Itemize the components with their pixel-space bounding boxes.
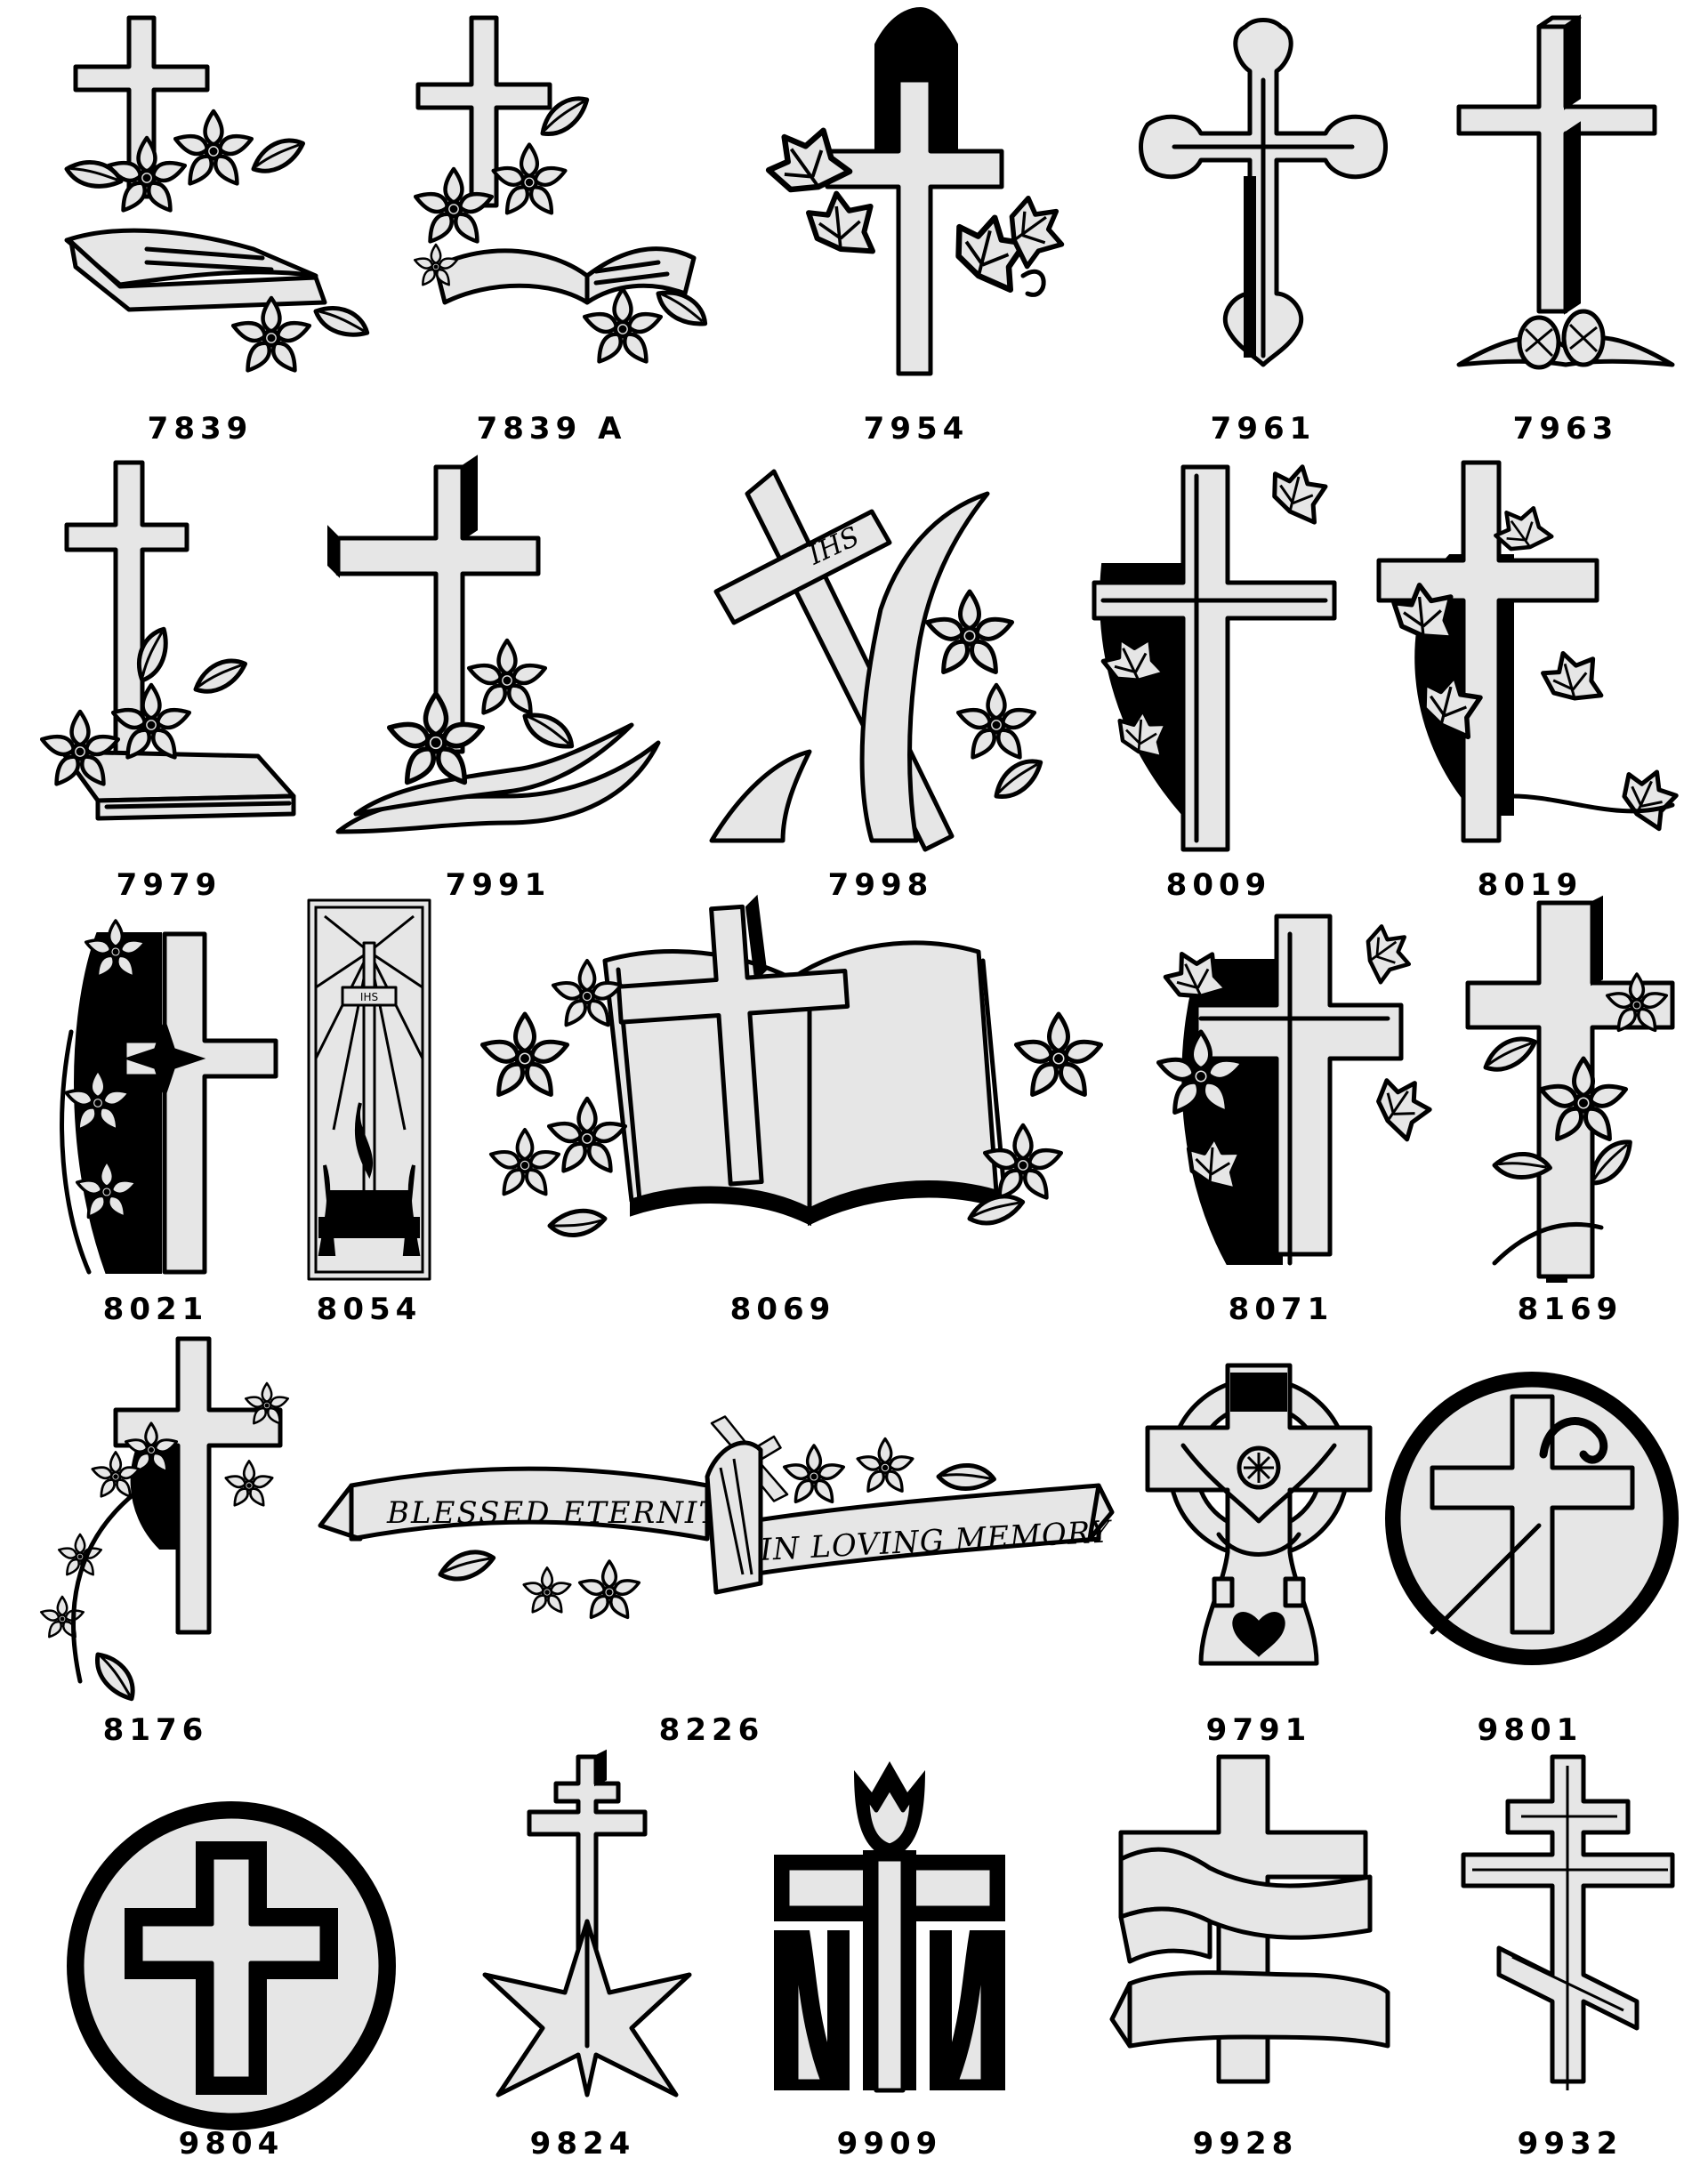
emblem-8021-art — [36, 898, 278, 1281]
emblem-7839-art — [49, 9, 351, 391]
emblem-code: 7991 — [445, 867, 552, 903]
emblem-8019-art — [1370, 458, 1690, 849]
emblem-code: 9801 — [1477, 1712, 1583, 1748]
emblem-8069-art — [471, 894, 1112, 1281]
ihs-monogram: IHS — [360, 991, 378, 1003]
emblem-code: 9824 — [529, 2126, 636, 2162]
emblem-code: 8169 — [1517, 1292, 1623, 1327]
emblem-9824-art — [463, 1749, 703, 2099]
emblem-8071-art — [1148, 898, 1432, 1281]
emblem-code: 8071 — [1228, 1292, 1334, 1327]
emblem-7954-art — [756, 6, 1076, 391]
emblem-code: 7954 — [863, 411, 970, 447]
emblem-code: 8226 — [658, 1712, 765, 1748]
emblem-code: 7998 — [827, 867, 934, 903]
emblem-code: 9909 — [836, 2126, 943, 2162]
emblem-code: 8021 — [102, 1292, 209, 1327]
banner-text-left: BLESSED ETERNITY — [386, 1495, 744, 1531]
emblem-code: 8176 — [102, 1712, 209, 1748]
emblem-9932-art — [1459, 1752, 1681, 2099]
emblem-8169-art — [1459, 895, 1681, 1283]
emblem-code: 7961 — [1210, 411, 1317, 447]
emblem-9791-art — [1139, 1357, 1379, 1677]
emblem-code: 7979 — [116, 867, 222, 903]
emblem-7839a-art — [391, 9, 712, 391]
emblem-code: 9804 — [178, 2126, 285, 2162]
emblem-7998-art: IHS — [703, 458, 1059, 852]
emblem-code: 8054 — [316, 1292, 423, 1327]
emblem-8226-art: BLESSED ETERNITY IN LOVING MEMORY — [316, 1414, 1116, 1637]
emblem-9801-art — [1379, 1365, 1686, 1672]
emblem-9928-art — [1103, 1752, 1397, 2099]
emblem-7961-art — [1121, 9, 1406, 391]
emblem-code: 8019 — [1477, 867, 1583, 903]
emblem-code: 9791 — [1205, 1712, 1312, 1748]
emblem-9804-art — [62, 1797, 400, 2135]
emblem-code: 8069 — [729, 1292, 836, 1327]
emblem-9909-art — [756, 1752, 1023, 2099]
emblem-7963-art — [1450, 9, 1681, 391]
emblem-code: 9932 — [1517, 2126, 1623, 2162]
emblem-code: 7963 — [1512, 411, 1619, 447]
emblem-code: 8009 — [1165, 867, 1272, 903]
emblem-8176-art — [27, 1334, 294, 1708]
emblem-code: 9928 — [1192, 2126, 1299, 2162]
emblem-code: 7839 A — [476, 411, 627, 447]
emblem-7979-art — [27, 458, 311, 849]
emblem-8054-art: IHS — [307, 898, 431, 1281]
emblem-8009-art — [1085, 458, 1352, 852]
emblem-7991-art — [327, 455, 667, 849]
emblem-code: 7839 — [147, 411, 254, 447]
